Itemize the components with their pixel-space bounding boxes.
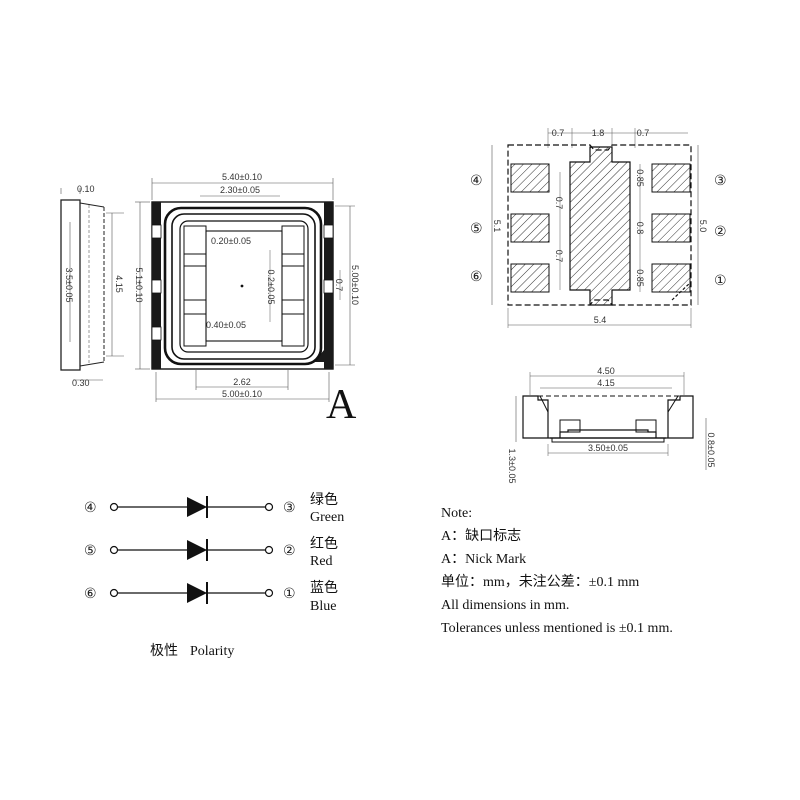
pin-4-label: ④ [470,173,483,189]
polarity-caption-en: Polarity [190,644,234,659]
pin-2-label: ② [714,224,727,240]
polarity-left-pin: ⑤ [84,543,97,559]
pin-5-label: ⑤ [470,221,483,237]
fp-spacing2: 0.7 [554,250,564,263]
bottom-width: 5.00±0.10 [222,389,262,399]
top-view: 5.40±0.10 2.30±0.05 0.20±0.05 0.2±0.05 0… [134,172,360,428]
side-height: 3.5±0.05 [64,268,74,303]
fp-height-right: 5.0 [698,220,708,233]
color-en: Blue [310,599,336,614]
polarity-left-pin: ④ [84,500,97,516]
sec-bottom-width: 3.50±0.05 [588,443,628,453]
bottom-gap: 0.40±0.05 [206,320,246,330]
pin-1-label: ① [714,273,727,289]
side-outer: 4.15 [114,275,124,293]
notes-title: Note: [441,506,473,521]
polarity-left-pin: ⑥ [84,586,97,602]
note-line: Tolerances unless mentioned is ±0.1 mm. [441,621,673,636]
color-cn: 蓝色 [310,579,338,596]
polarity-row-red: ⑤ ② 红色 Red [84,535,338,569]
footprint-view: 0.7 1.8 0.7 0.7 0.7 0.85 0.8 0.85 5.1 5.… [470,128,727,328]
polarity-right-pin: ① [283,586,296,602]
note-line: A：Nick Mark [441,552,527,567]
color-en: Green [310,510,344,525]
height-right: 5.00±0.10 [350,265,360,305]
fp-center-w: 1.8 [592,128,605,138]
nick-mark-label: A [326,382,357,428]
fp-pad-w-left: 0.7 [552,128,565,138]
color-en: Red [310,554,333,569]
diode-icon [187,583,207,603]
diode-icon [187,540,207,560]
gap-b: 0.2±0.05 [266,270,276,305]
side-top-thk: 0.10 [77,184,95,194]
notes-block: Note: A：缺口标志 A：Nick Mark 单位：mm，未注公差：±0.1… [441,502,673,640]
side-view: 0.10 3.5±0.05 4.15 0.30 [60,184,124,388]
fp-pad-h3: 0.85 [635,269,645,287]
polarity-row-green: ④ ③ 绿色 Green [84,491,344,525]
section-view: 4.50 4.15 1.3±0.05 3.50±0.05 0.8±0.05 [507,366,716,483]
polarity-right-pin: ③ [283,500,296,516]
fp-width: 5.4 [594,315,607,325]
sec-inner-width: 4.15 [597,378,615,388]
polarity-right-pin: ② [283,543,296,559]
note-line: All dimensions in mm. [441,598,570,613]
note-line: A：缺口标志 [441,529,522,544]
height-left: 5.1±0.10 [134,268,144,303]
polarity-diagram: ④ ③ 绿色 Green ⑤ ② 红色 Red ⑥ [84,491,344,659]
sec-height-left: 1.3±0.05 [507,449,517,484]
diode-icon [187,497,207,517]
color-cn: 红色 [310,535,338,552]
fp-height-left: 5.1 [492,220,502,233]
pin-3-label: ③ [714,173,727,189]
fp-pad-h1: 0.85 [635,169,645,187]
pad-width: 2.62 [233,377,251,387]
color-cn: 绿色 [310,491,338,508]
side-bottom-thk: 0.30 [72,378,90,388]
pin-6-label: ⑥ [470,269,483,285]
polarity-caption-cn: 极性 [150,643,178,659]
note-line: 单位：mm，未注公差：±0.1 mm [441,575,640,590]
fp-pad-h2: 0.8 [635,222,645,235]
fp-spacing1: 0.7 [554,197,564,210]
polarity-row-blue: ⑥ ① 蓝色 Blue [84,579,338,614]
sec-top-width: 4.50 [597,366,615,376]
sec-height-right: 0.8±0.05 [706,433,716,468]
top-width: 5.40±0.10 [222,172,262,182]
inner-right: 0.7 [334,279,344,292]
gap-a: 0.20±0.05 [211,236,251,246]
fp-pad-w-right: 0.7 [637,128,650,138]
window-width: 2.30±0.05 [220,185,260,195]
